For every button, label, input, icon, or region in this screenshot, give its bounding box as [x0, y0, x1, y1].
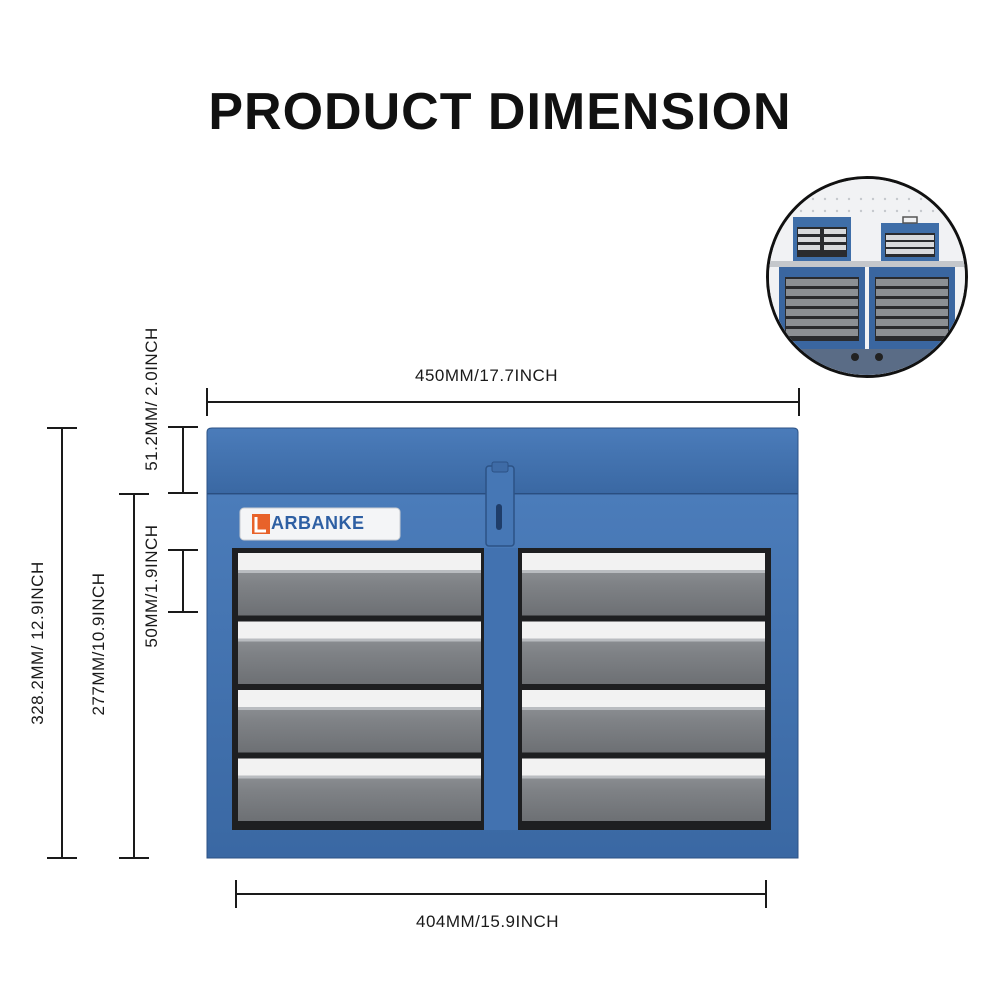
drawer-handle-1-1 — [238, 553, 481, 570]
drawer-handle-4-2 — [522, 758, 765, 776]
bottom-width-tick-left — [235, 880, 237, 908]
bottom-width-line — [236, 893, 766, 895]
body-height-tick-bottom — [119, 857, 149, 859]
bottom-width-tick-right — [765, 880, 767, 908]
center-divider — [484, 548, 518, 830]
top-width-line — [207, 401, 799, 403]
logo-plate — [239, 507, 401, 541]
top-width-tick-left — [206, 388, 208, 416]
lid-height-tick-top — [168, 426, 198, 428]
body-height-line — [133, 494, 135, 858]
drawer-height-tick-top — [168, 549, 198, 551]
drawer-edge-2-2 — [522, 638, 765, 642]
total-height-tick-top — [47, 427, 77, 429]
drawer-handle-3-1 — [238, 690, 481, 707]
total-height-line — [61, 428, 63, 858]
drawer-handle-4-1 — [238, 758, 481, 776]
bottom-width-label: 404MM/15.9INCH — [416, 912, 560, 931]
drawer-handle-1-2 — [522, 553, 765, 570]
drawer-edge-4-1 — [238, 775, 481, 779]
drawer-height-line — [182, 550, 184, 612]
body-height-tick-top — [119, 493, 149, 495]
drawer-edge-3-2 — [522, 707, 765, 710]
lid-height-tick-bottom — [168, 492, 198, 494]
drawer-edge-1-2 — [522, 570, 765, 573]
page-title: PRODUCT DIMENSION — [208, 83, 792, 141]
total-height-tick-bottom — [47, 857, 77, 859]
drawer-edge-3-1 — [238, 707, 481, 710]
drawer-edge-1-1 — [238, 570, 481, 573]
drawer-handle-2-2 — [522, 621, 765, 639]
top-width-tick-right — [798, 388, 800, 416]
drawer-edge-4-2 — [522, 775, 765, 779]
lid-height-line — [182, 427, 184, 493]
drawer-edge-2-1 — [238, 638, 481, 642]
drawer-height-tick-bottom — [168, 611, 198, 613]
chest-lid — [206, 427, 799, 495]
drawer-handle-3-2 — [522, 690, 765, 707]
workshop-inset-image — [766, 176, 968, 378]
drawer-handle-2-1 — [238, 621, 481, 639]
logo-text: ARBANKE — [271, 513, 365, 533]
top-width-label: 450MM/17.7INCH — [415, 366, 559, 385]
